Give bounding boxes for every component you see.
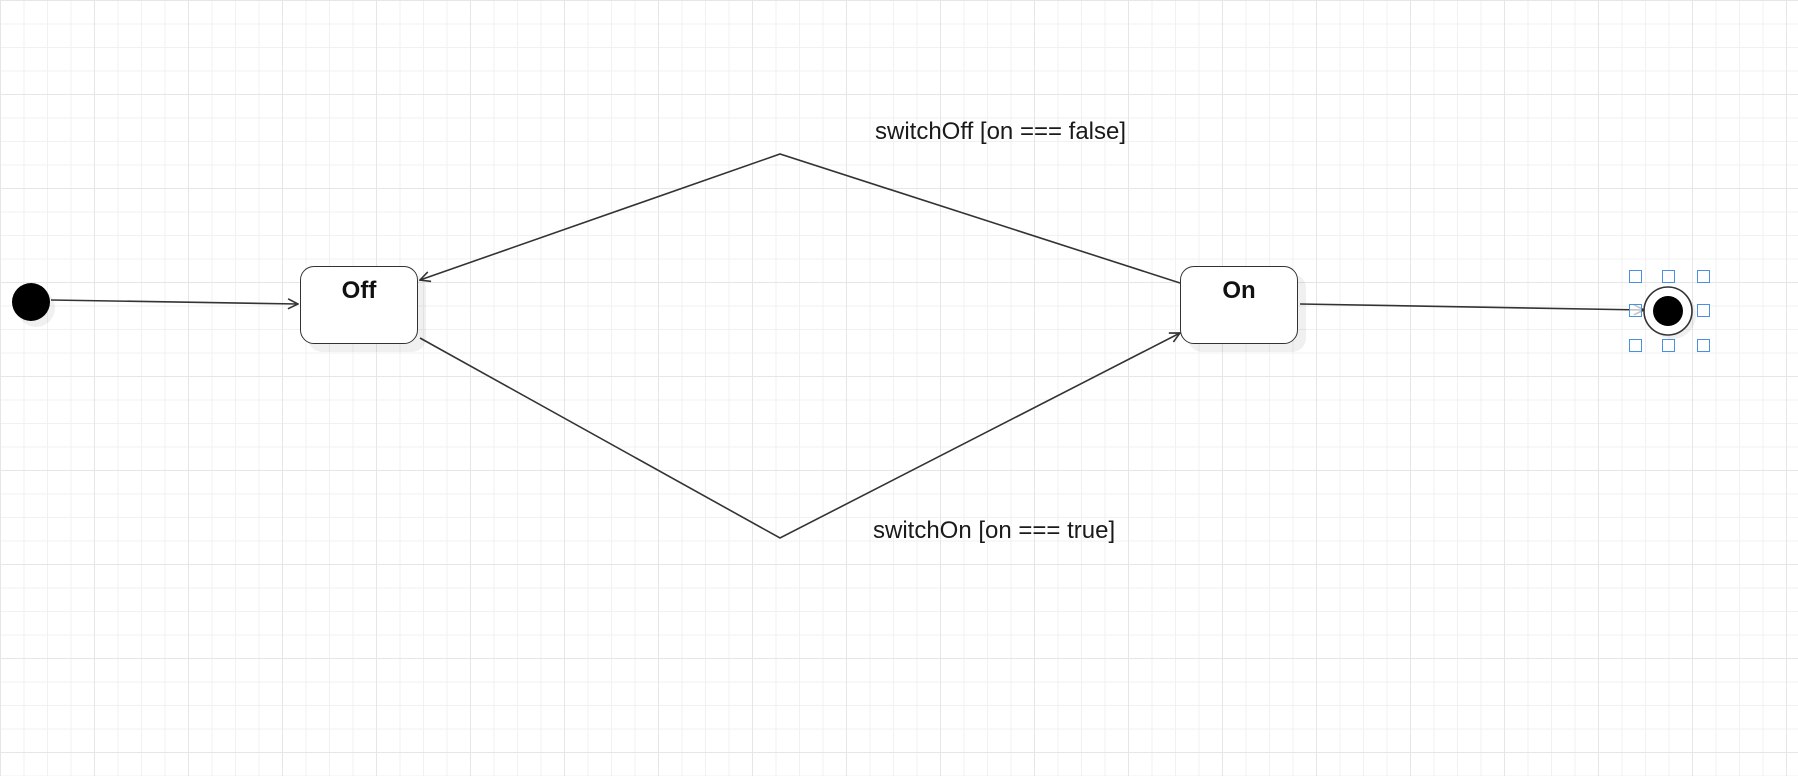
state-on[interactable]: On (1180, 266, 1298, 344)
state-on-label: On (1222, 277, 1256, 304)
edge-switch-off[interactable] (420, 153, 1181, 284)
selection-handle-se[interactable] (1697, 339, 1710, 352)
initial-state[interactable] (12, 283, 50, 321)
selection-handle-n[interactable] (1662, 270, 1675, 283)
selection-handle-w[interactable] (1629, 304, 1642, 317)
edge-switch-on[interactable] (419, 333, 1180, 539)
selection-handle-sw[interactable] (1629, 339, 1642, 352)
transition-switch-off-label: switchOff [on === false] (875, 118, 1127, 145)
state-off[interactable]: Off (300, 266, 418, 344)
selection-handle-ne[interactable] (1697, 270, 1710, 283)
selection-handle-nw[interactable] (1629, 270, 1642, 283)
state-off-label: Off (341, 277, 377, 304)
final-state-core (1653, 296, 1683, 326)
edge-initial-to-off[interactable] (50, 300, 298, 304)
selection-handle-s[interactable] (1662, 339, 1675, 352)
transition-switch-on-label: switchOn [on === true] (873, 517, 1116, 544)
edge-on-to-final[interactable] (1299, 303, 1644, 310)
selection-handle-e[interactable] (1697, 304, 1710, 317)
